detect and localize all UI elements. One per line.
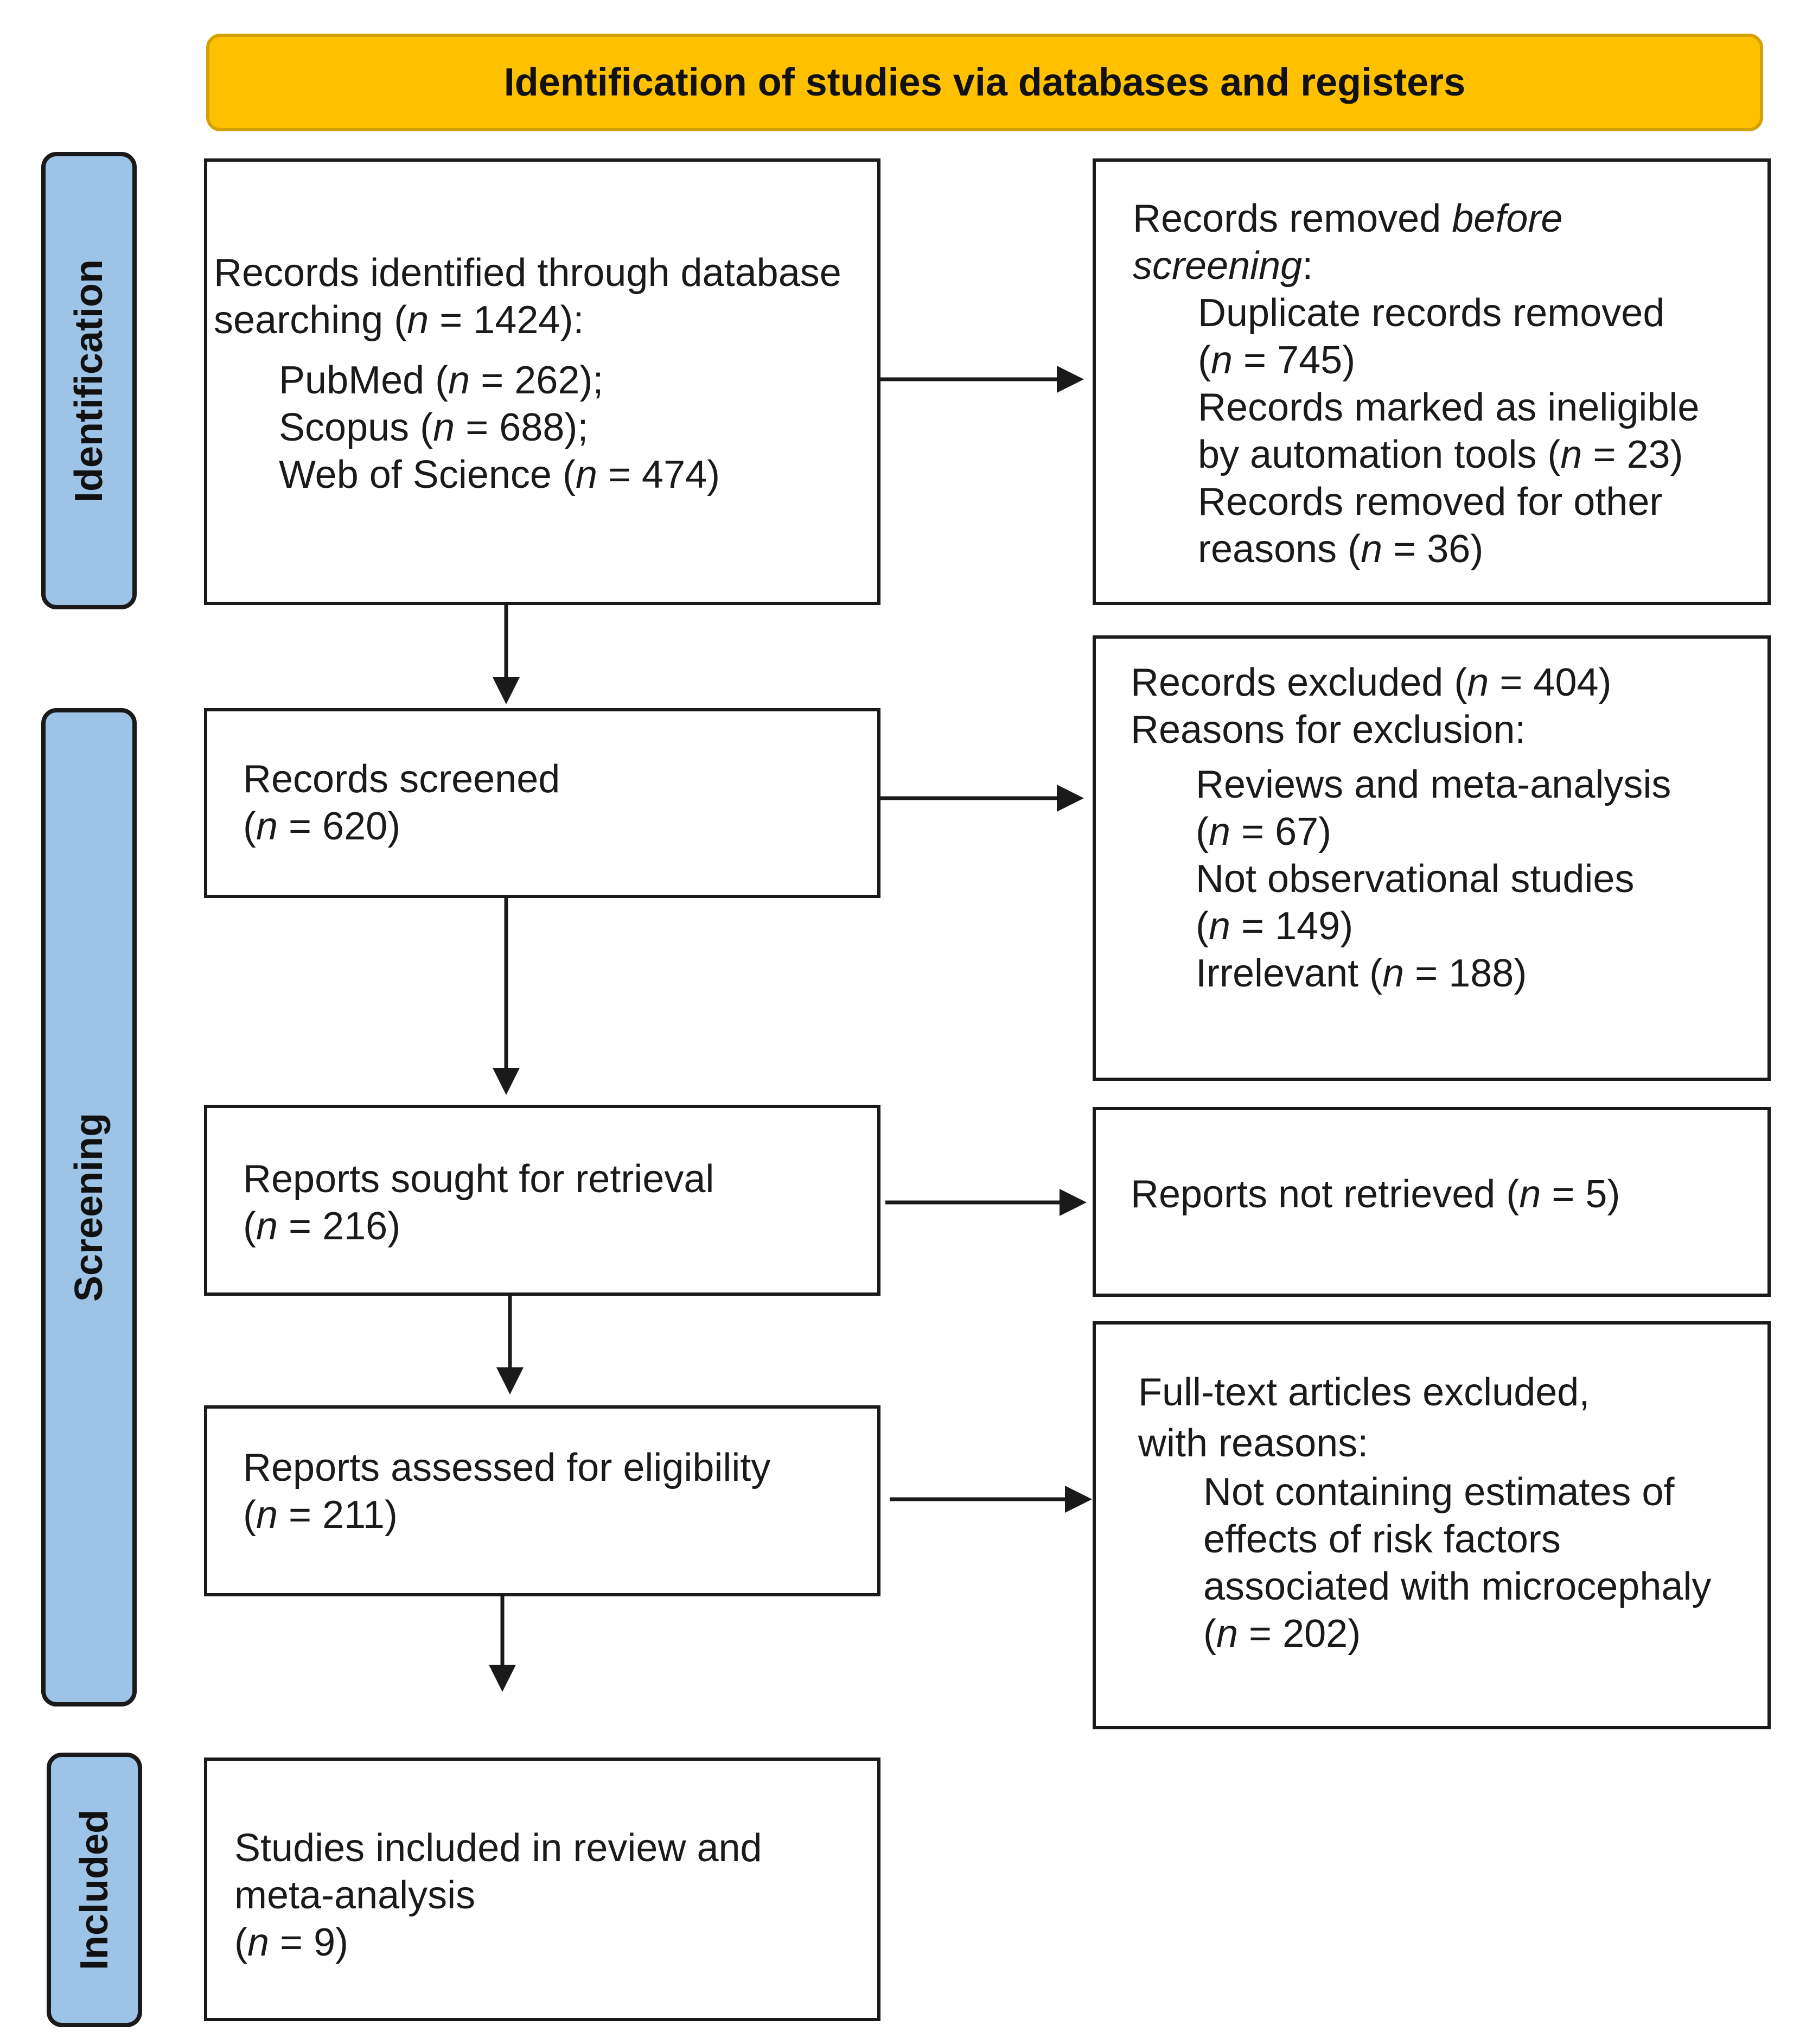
duplicates-line2: (n = 745) — [1198, 339, 1356, 382]
fulltext-excluded-line1: Full-text articles excluded, — [1138, 1371, 1590, 1414]
fulltext-reason-line1: Not containing estimates of — [1203, 1470, 1675, 1514]
records-identified-line2: searching (n = 1424): — [214, 298, 584, 342]
phase-identification: Identification — [41, 152, 137, 609]
phase-screening-label: Screening — [67, 1112, 111, 1302]
records-removed-line2: screening: — [1133, 244, 1313, 288]
arrowhead-screened-to-excluded — [1057, 785, 1084, 812]
phase-included: Included — [47, 1753, 142, 2027]
not-observational-line2: (n = 149) — [1196, 905, 1354, 948]
other-reasons-line2: reasons (n = 36) — [1198, 527, 1484, 571]
phase-screening: Screening — [41, 708, 137, 1706]
fulltext-excluded-box: Full-text articles excluded, with reason… — [1093, 1321, 1771, 1729]
records-screened-box: Records screened (n = 620) — [204, 708, 880, 898]
not-observational-line1: Not observational studies — [1196, 857, 1635, 901]
records-removed-box: Records removed before screening: Duplic… — [1093, 158, 1771, 605]
studies-included-box: Studies included in review and meta-anal… — [204, 1758, 880, 2021]
reviews-line2: (n = 67) — [1196, 810, 1332, 854]
reports-not-retrieved-line: Reports not retrieved (n = 5) — [1131, 1173, 1620, 1216]
arrowhead-identified-to-screened — [493, 677, 520, 704]
header-title: Identification of studies via databases … — [503, 61, 1466, 104]
arrowhead-identified-to-removed — [1057, 366, 1084, 393]
web-of-science-count: Web of Science (n = 474) — [279, 453, 720, 496]
phase-identification-label: Identification — [67, 259, 111, 502]
records-screened-line1: Records screened — [243, 757, 560, 801]
irrelevant-line: Irrelevant (n = 188) — [1196, 952, 1527, 995]
reports-sought-line1: Reports sought for retrieval — [243, 1157, 714, 1201]
fulltext-reason-line3: associated with microcephaly — [1203, 1565, 1712, 1608]
scopus-count: Scopus (n = 688); — [279, 406, 589, 449]
records-excluded-box: Records excluded (n = 404) Reasons for e… — [1093, 635, 1771, 1081]
ineligible-line2: by automation tools (n = 23) — [1198, 433, 1683, 476]
fulltext-reason-line2: effects of risk factors — [1203, 1518, 1561, 1561]
arrowhead-assessed-to-included — [489, 1665, 516, 1692]
arrowhead-sought-to-not-retrieved — [1060, 1189, 1087, 1216]
arrowhead-assessed-to-fulltext-excluded — [1065, 1486, 1092, 1513]
studies-included-line3: (n = 9) — [234, 1921, 349, 1964]
records-removed-line1: Records removed before — [1133, 197, 1563, 240]
duplicates-line1: Duplicate records removed — [1198, 291, 1665, 335]
fulltext-excluded-line2: with reasons: — [1138, 1422, 1369, 1465]
records-identified-line1: Records identified through database — [214, 251, 841, 295]
phase-included-label: Included — [73, 1809, 116, 1971]
records-screened-line2: (n = 620) — [243, 805, 401, 848]
reports-assessed-box: Reports assessed for eligibility (n = 21… — [204, 1405, 880, 1596]
reports-assessed-line1: Reports assessed for eligibility — [243, 1446, 771, 1489]
reviews-line1: Reviews and meta-analysis — [1196, 763, 1671, 806]
fulltext-reason-line4: (n = 202) — [1203, 1612, 1361, 1655]
ineligible-line1: Records marked as ineligible — [1198, 386, 1700, 429]
records-identified-box: Records identified through database sear… — [204, 158, 880, 605]
identification-header: Identification of studies via databases … — [206, 34, 1763, 131]
reports-not-retrieved-box: Reports not retrieved (n = 5) — [1093, 1107, 1771, 1297]
arrowhead-sought-to-assessed — [496, 1367, 524, 1394]
studies-included-line2: meta-analysis — [234, 1874, 476, 1917]
arrowhead-screened-to-sought — [493, 1068, 520, 1095]
other-reasons-line1: Records removed for other — [1198, 480, 1663, 524]
studies-included-line1: Studies included in review and — [234, 1826, 762, 1870]
records-excluded-line1: Records excluded (n = 404) — [1131, 661, 1612, 704]
pubmed-count: PubMed (n = 262); — [279, 359, 604, 402]
reports-sought-line2: (n = 216) — [243, 1205, 401, 1248]
reports-sought-box: Reports sought for retrieval (n = 216) — [204, 1105, 880, 1296]
records-excluded-line2: Reasons for exclusion: — [1131, 708, 1526, 752]
reports-assessed-line2: (n = 211) — [243, 1493, 398, 1537]
